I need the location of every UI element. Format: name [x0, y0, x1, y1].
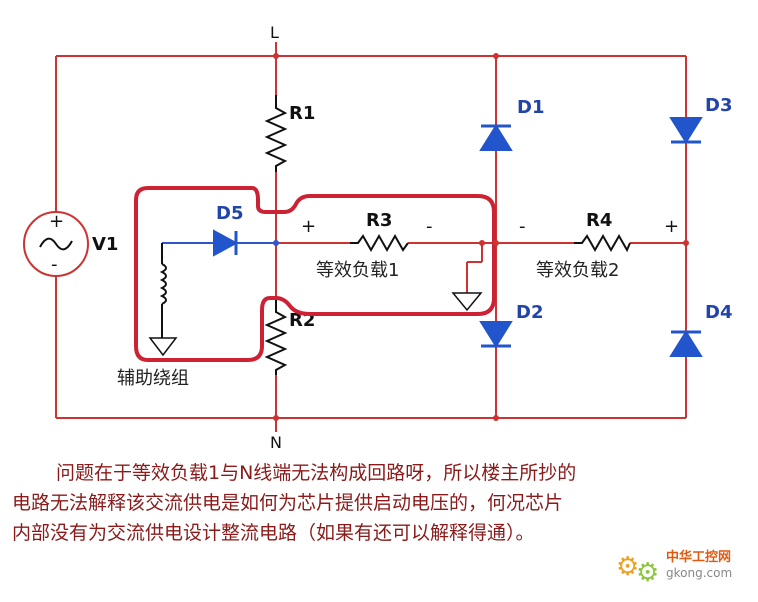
resistor-r2: R2 [264, 300, 315, 375]
resistor-r3: R3 + - [301, 210, 433, 253]
diode-d1: D1 [479, 97, 544, 151]
d4-label: D4 [705, 302, 732, 323]
d1-label: D1 [517, 97, 544, 118]
aux-winding-coil [159, 243, 167, 338]
node-label-l: L [270, 23, 279, 42]
note-line-2: 电路无法解释该交流供电是如何为芯片提供启动电压的，何况芯片 [12, 492, 564, 514]
r1-label: R1 [289, 103, 315, 124]
resistor-r1: R1 [264, 95, 315, 172]
v1-plus-sign: + [49, 211, 64, 232]
v1-minus-sign: - [51, 254, 58, 275]
aux-winding-annotation: 辅助绕组 [117, 368, 189, 389]
load2-annotation: 等效负载2 [536, 260, 619, 281]
r4-minus-sign: - [519, 216, 526, 237]
watermark-logo: ⚙ ⚙ 中华工控网 gkong.com [614, 544, 744, 592]
highlight-outline [134, 186, 496, 362]
d3-label: D3 [705, 95, 732, 116]
ground-symbol-load1 [451, 292, 483, 312]
r3-minus-sign: - [426, 216, 433, 237]
r4-label: R4 [586, 210, 612, 231]
note-line-1: 问题在于等效负载1与N线端无法构成回路呀，所以楼主所抄的 [56, 462, 577, 484]
junctions [273, 53, 689, 421]
v1-label: V1 [92, 234, 118, 255]
r4-plus-sign: + [664, 216, 679, 237]
d5-label: D5 [216, 203, 243, 224]
gear-icon: ⚙ [616, 552, 640, 582]
r3-plus-sign: + [301, 216, 316, 237]
diode-d2: D2 [479, 302, 543, 348]
diode-d4: D4 [669, 302, 732, 357]
explanation-note: 问题在于等效负载1与N线端无法构成回路呀，所以楼主所抄的 电路无法解释该交流供电… [12, 458, 747, 548]
diode-d3: D3 [669, 95, 732, 144]
ground-symbol-aux [148, 337, 178, 357]
load1-annotation: 等效负载1 [316, 260, 399, 281]
ac-source-v1: + - V1 [23, 211, 118, 277]
gear-icon-small: ⚙ [636, 558, 660, 588]
watermark-name: 中华工控网 [666, 550, 732, 565]
node-label-n: N [270, 433, 282, 452]
diode-d5: D5 [162, 203, 276, 257]
note-line-3: 内部没有为交流供电设计整流电路（如果有还可以解释得通）。 [12, 522, 535, 544]
resistor-r4: R4 - + [519, 210, 679, 253]
r3-label: R3 [366, 210, 392, 231]
d2-label: D2 [516, 302, 543, 323]
watermark-url: gkong.com [666, 566, 733, 580]
